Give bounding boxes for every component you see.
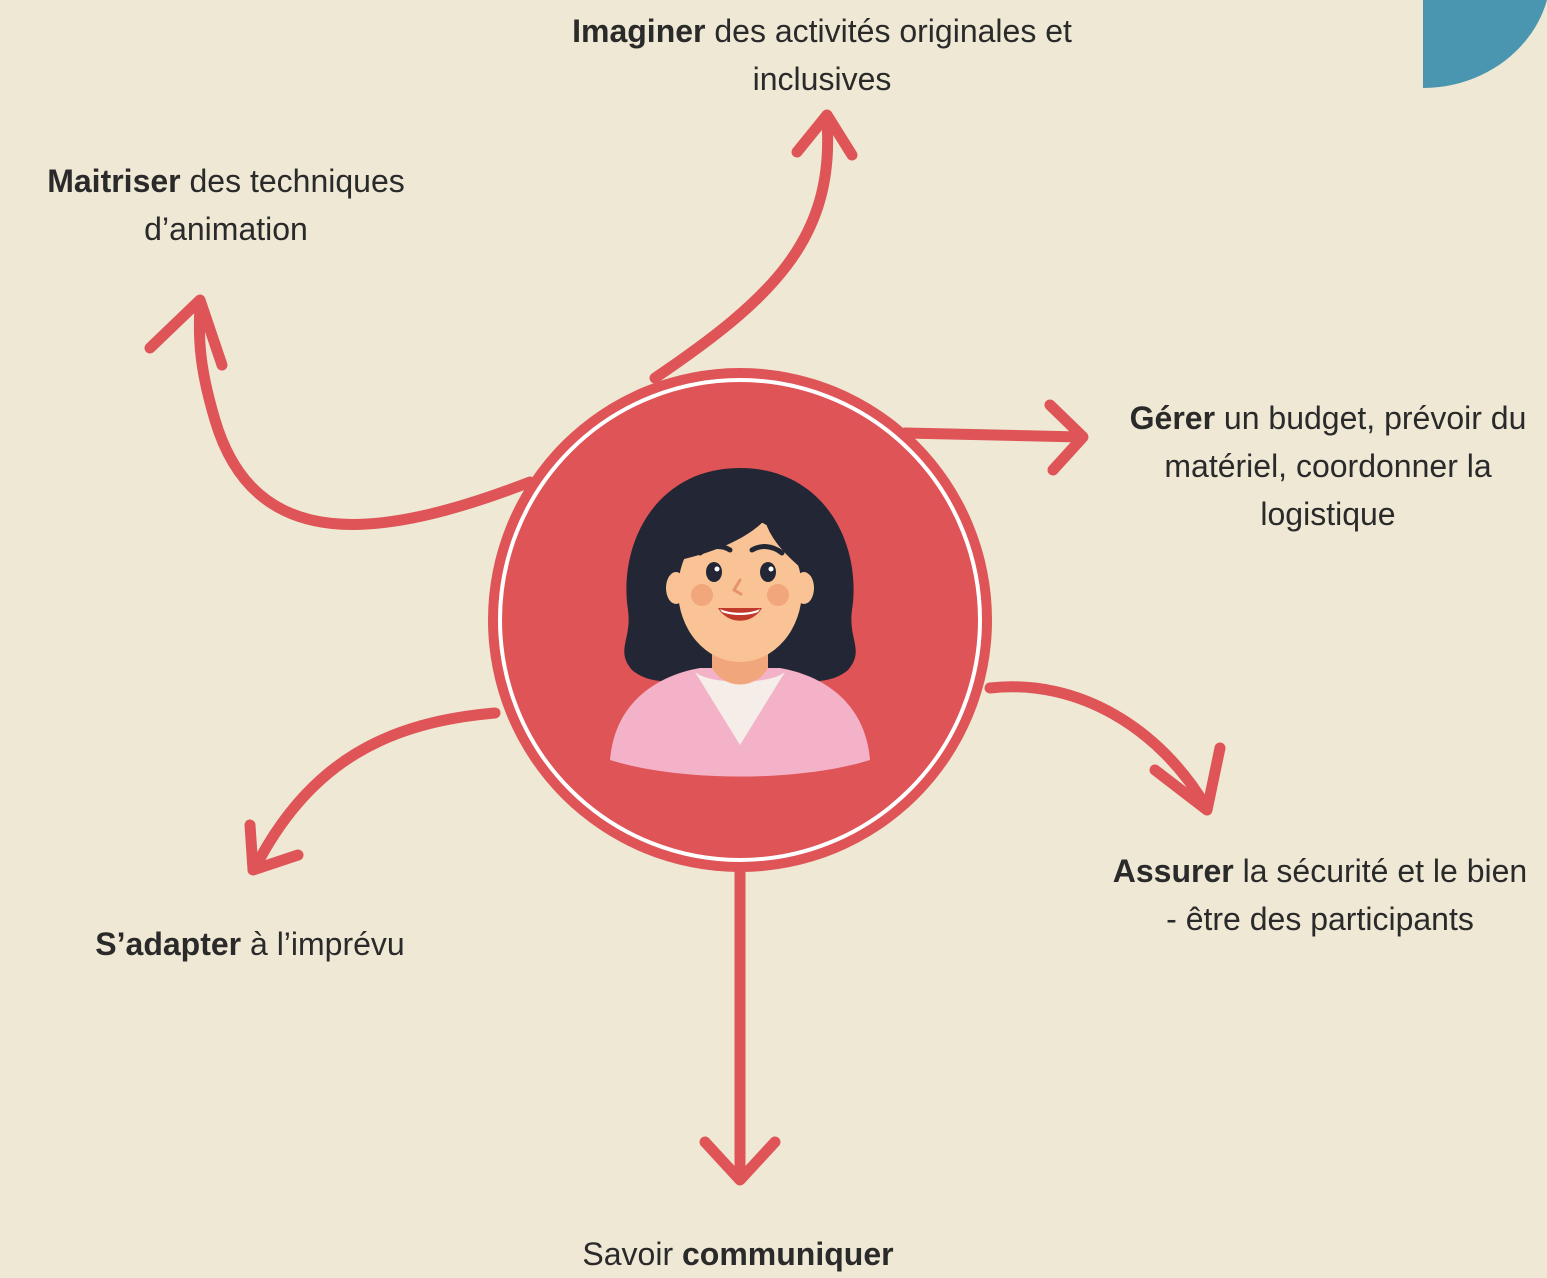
label-gerer: Gérer un budget, prévoir du matériel, co… <box>1105 394 1547 538</box>
label-gerer-text: un budget, prévoir du matériel, coordonn… <box>1164 400 1527 532</box>
label-imaginer-bold: Imaginer <box>572 13 706 49</box>
label-adapter-text: à l’imprévu <box>241 926 405 962</box>
label-assurer-text: la sécurité et le bien - être des partic… <box>1166 853 1528 937</box>
label-assurer: Assurer la sécurité et le bien - être de… <box>1110 847 1530 943</box>
label-maitriser: Maitriser des techniques d’animation <box>0 157 452 253</box>
label-communiquer: Savoir communiquer <box>488 1230 988 1278</box>
arrowhead-assurer <box>1149 742 1226 816</box>
label-assurer-bold: Assurer <box>1112 853 1234 889</box>
label-communiquer-text: Savoir <box>582 1236 682 1272</box>
arrow-gerer <box>899 427 1086 443</box>
label-adapter: S’adapter à l’imprévu <box>40 920 460 968</box>
arrowhead-communiquer <box>699 1136 781 1186</box>
woman-avatar-icon <box>610 468 870 777</box>
label-maitriser-bold: Maitriser <box>47 163 181 199</box>
arrowhead-maitriser <box>144 294 228 371</box>
arrowhead-imaginer <box>791 109 858 161</box>
arrowhead-adapter <box>244 819 304 876</box>
label-gerer-bold: Gérer <box>1129 400 1216 436</box>
arrow-maitriser <box>193 299 536 530</box>
arrow-assurer <box>984 681 1211 811</box>
label-imaginer-text: des activités originales et inclusives <box>705 13 1072 97</box>
label-adapter-bold: S’adapter <box>95 926 242 962</box>
label-communiquer-bold: communiquer <box>682 1236 894 1272</box>
label-maitriser-text: des techniques d’animation <box>144 163 405 247</box>
arrow-imaginer <box>649 116 834 384</box>
corner-decoration <box>1423 0 1547 88</box>
arrow-adapter <box>249 707 501 874</box>
arrowhead-gerer <box>1044 399 1089 476</box>
label-imaginer: Imaginer des activités originales et inc… <box>512 7 1132 103</box>
